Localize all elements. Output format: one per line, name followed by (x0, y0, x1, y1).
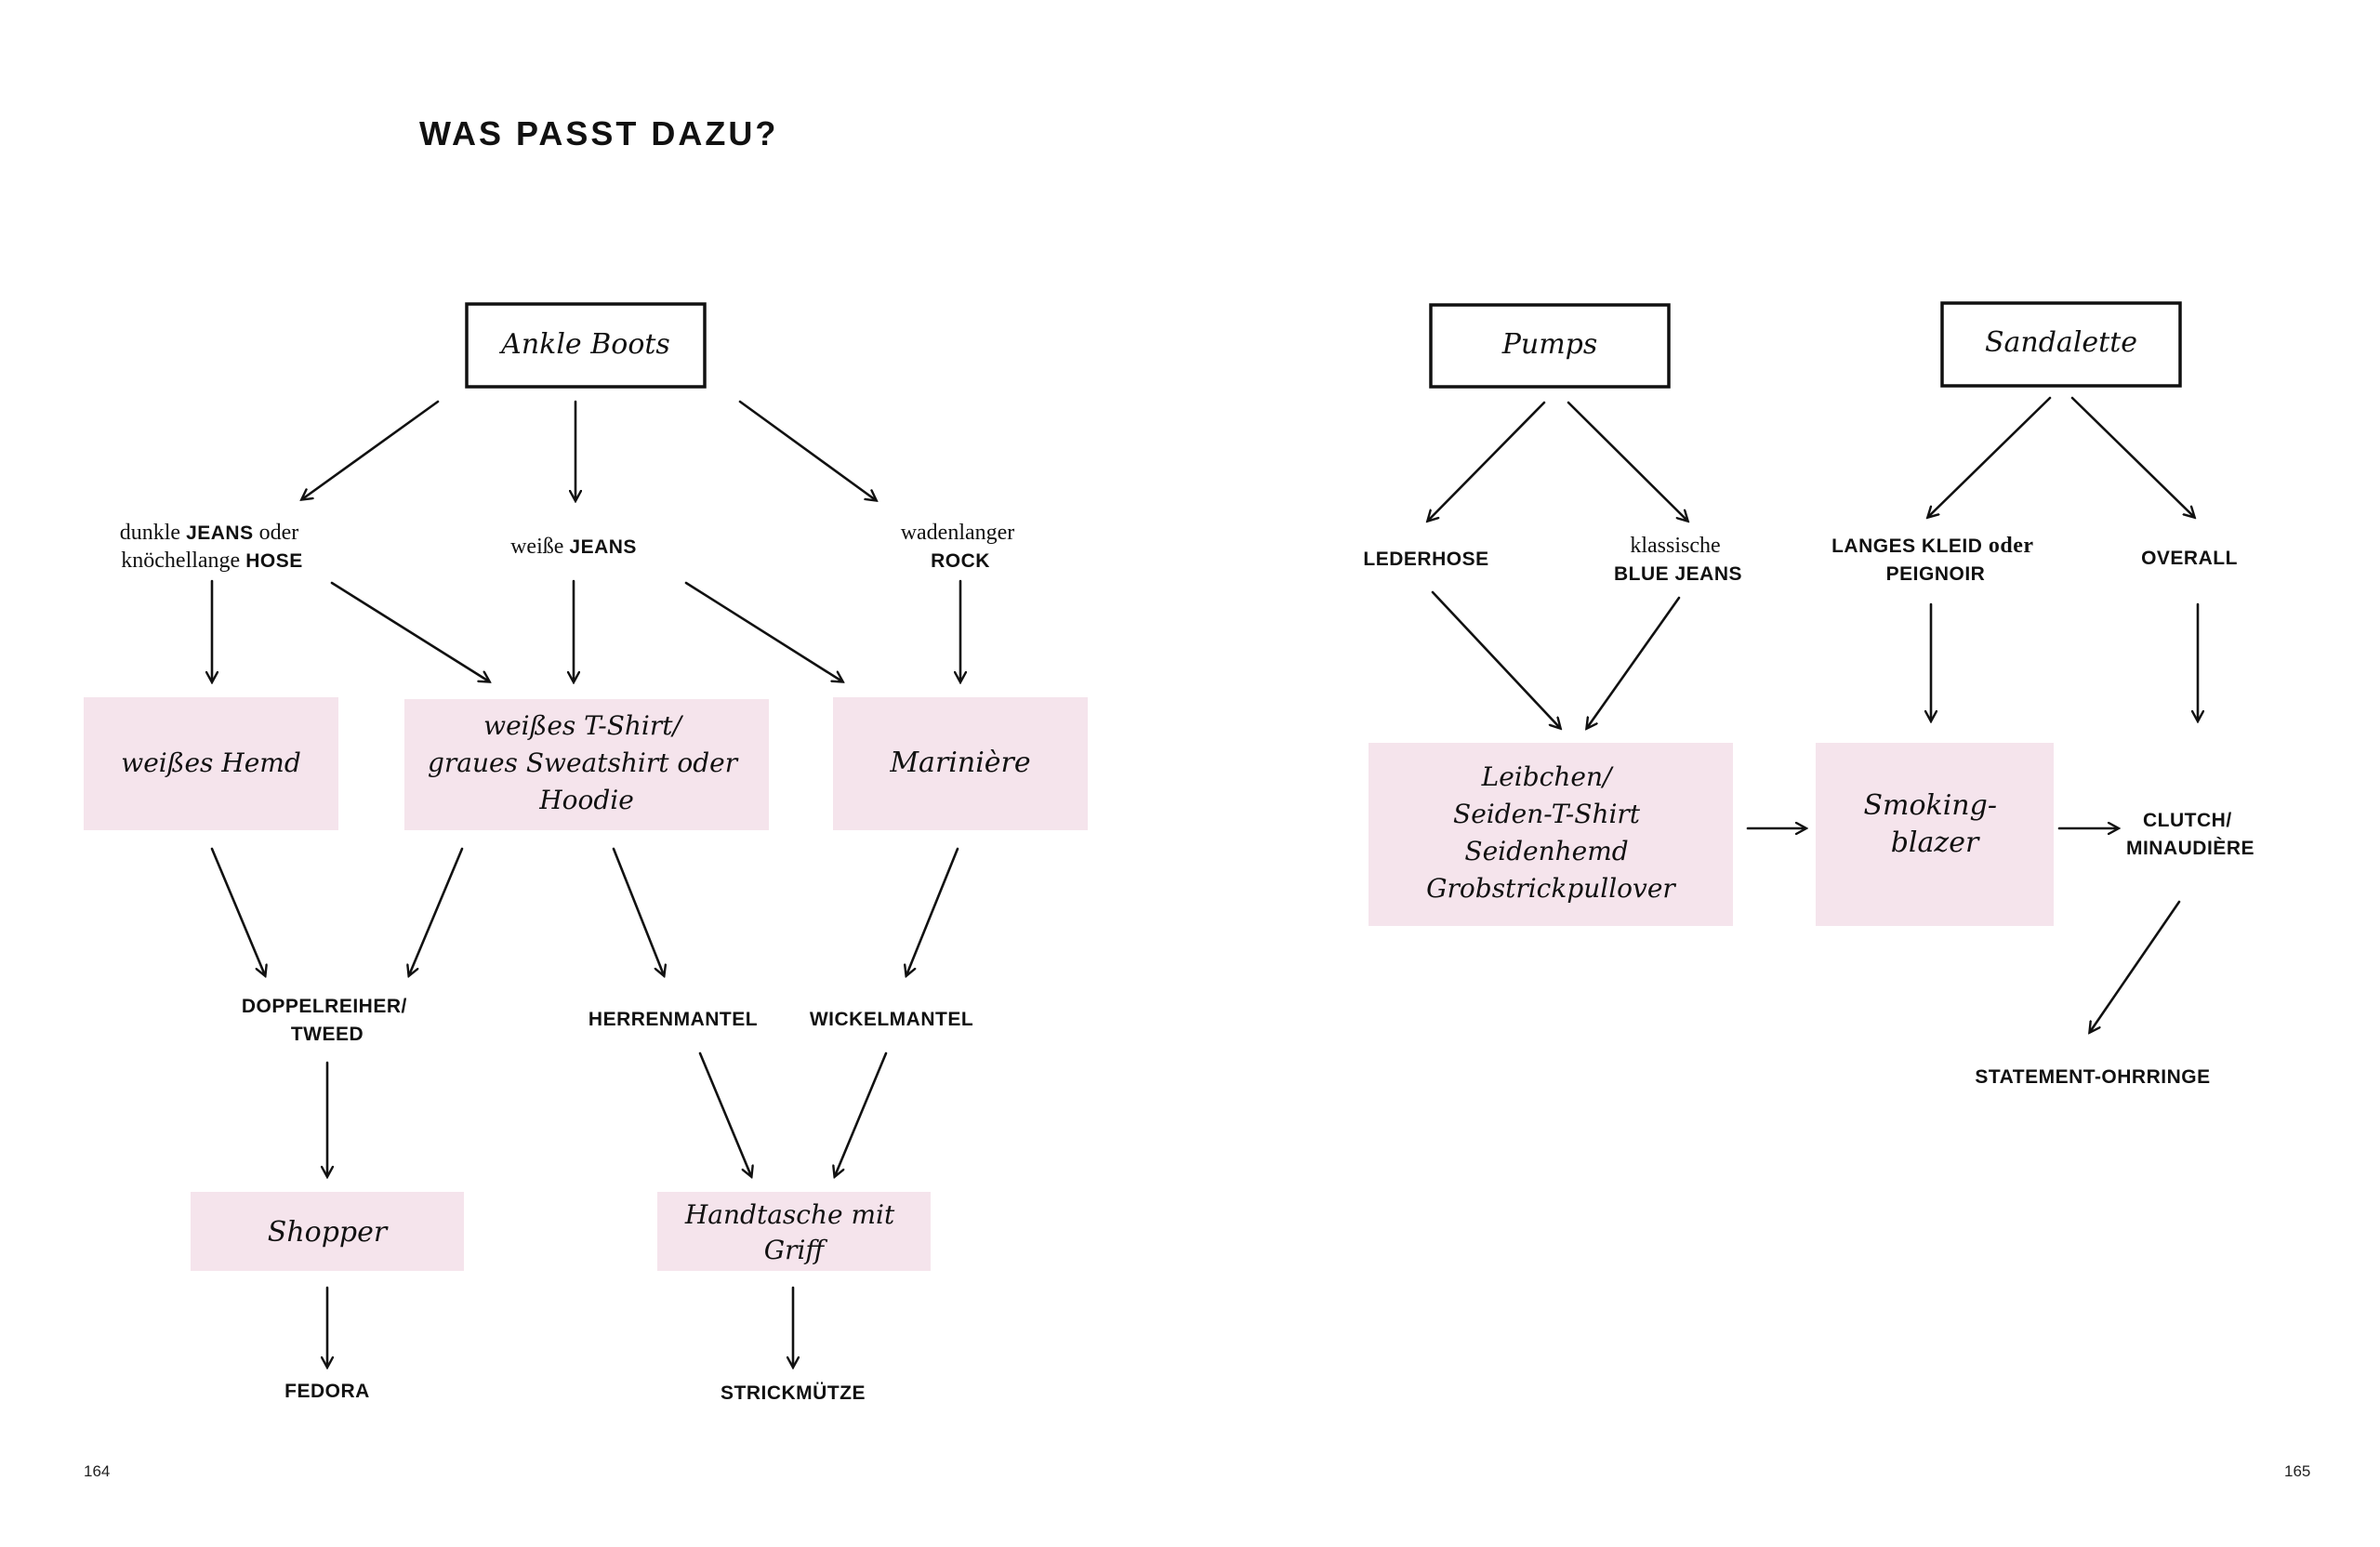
blazer-smoking: Smoking- blazer (1816, 743, 2054, 926)
arrow (1928, 396, 2052, 517)
root-node-sandalette: Sandalette (1940, 301, 2182, 388)
pink-box (1368, 743, 1733, 926)
hat-beanie: STRICKMÜTZE (721, 1382, 866, 1404)
root-label: Ankle Boots (498, 328, 670, 361)
jewelry-statement-earrings: STATEMENT-OHRRINGE (1975, 1066, 2210, 1088)
top-white-shirt: weißes Hemd (84, 697, 338, 830)
root-frame (465, 302, 707, 389)
top-label: Marinière (889, 747, 1030, 779)
hat-fedora: FEDORA (284, 1381, 370, 1402)
coat-mens: HERRENMANTEL (588, 1009, 758, 1030)
arrow (2090, 900, 2181, 1032)
pink-box (1816, 743, 2054, 926)
arrow (330, 581, 489, 681)
arrow (738, 400, 876, 500)
top-label: weißes T-Shirt/ graues Sweatshirt oder H… (428, 710, 746, 815)
page-number-left: 164 (84, 1462, 110, 1480)
coat-double-breasted: DOPPELREIHER/ TWEED (242, 996, 413, 1045)
pink-box (833, 697, 1088, 830)
arrow (1567, 401, 1687, 521)
root-label: Pumps (1501, 328, 1598, 361)
root-frame (1429, 303, 1671, 389)
bag-clutch: CLUTCH/ MINAUDIÈRE (2126, 810, 2254, 859)
root-frame (1940, 301, 2182, 388)
bag-shopper: Shopper (191, 1192, 464, 1271)
arrow (302, 400, 440, 499)
pink-box (404, 699, 769, 830)
root-node-pumps: Pumps (1429, 303, 1671, 389)
page-title: WAS PASST DAZU? (419, 114, 778, 152)
pink-box (657, 1192, 931, 1271)
bag-handbag: Handtasche mit Griff (657, 1192, 931, 1271)
top-silk-group: Leibchen/ Seiden-T-Shirt Seidenhemd Grob… (1368, 743, 1733, 926)
arrow (906, 847, 959, 975)
root-label: Sandalette (1985, 326, 2137, 359)
left-flowchart: Ankle Boots dunkle JEANS oder knöchellan… (84, 302, 1088, 1404)
option-blue-jeans: klassische BLUE JEANS (1614, 534, 1742, 585)
blazer-label: Smoking- blazer (1863, 789, 2005, 859)
arrow (1428, 401, 1546, 521)
arrow (210, 847, 265, 975)
arrow (835, 1051, 888, 1176)
option-skirt: wadenlanger ROCK (901, 521, 1021, 572)
arrow (684, 581, 842, 681)
coat-wrap: WICKELMANTEL (810, 1009, 973, 1030)
bag-label: Shopper (268, 1216, 389, 1249)
page-number-right: 165 (2284, 1462, 2310, 1480)
option-leather-pants: LEDERHOSE (1363, 549, 1488, 570)
top-tshirt-sweatshirt-hoodie: weißes T-Shirt/ graues Sweatshirt oder H… (404, 699, 769, 830)
right-flowchart: Pumps Sandalette LEDERHOSE klassische BL… (1363, 301, 2254, 1088)
top-label: Leibchen/ Seiden-T-Shirt Seidenhemd Grob… (1426, 761, 1676, 904)
root-node-ankle-boots: Ankle Boots (465, 302, 707, 389)
arrow (698, 1051, 751, 1176)
option-long-dress: LANGES KLEID oder PEIGNOIR (1831, 534, 2040, 585)
arrow (1587, 596, 1681, 728)
arrow (612, 847, 664, 975)
pink-box (84, 697, 338, 830)
bag-label: Handtasche mit Griff (684, 1199, 903, 1265)
arrow (2070, 396, 2194, 517)
pink-box (191, 1192, 464, 1271)
arrow (409, 847, 464, 975)
top-mariniere: Marinière (833, 697, 1088, 830)
arrow (1431, 590, 1560, 728)
option-white-jeans: weiße JEANS (510, 535, 637, 559)
option-dark-jeans: dunkle JEANS oder knöchellange HOSE (120, 521, 305, 573)
top-label: weißes Hemd (121, 747, 301, 778)
option-overall: OVERALL (2141, 548, 2238, 569)
